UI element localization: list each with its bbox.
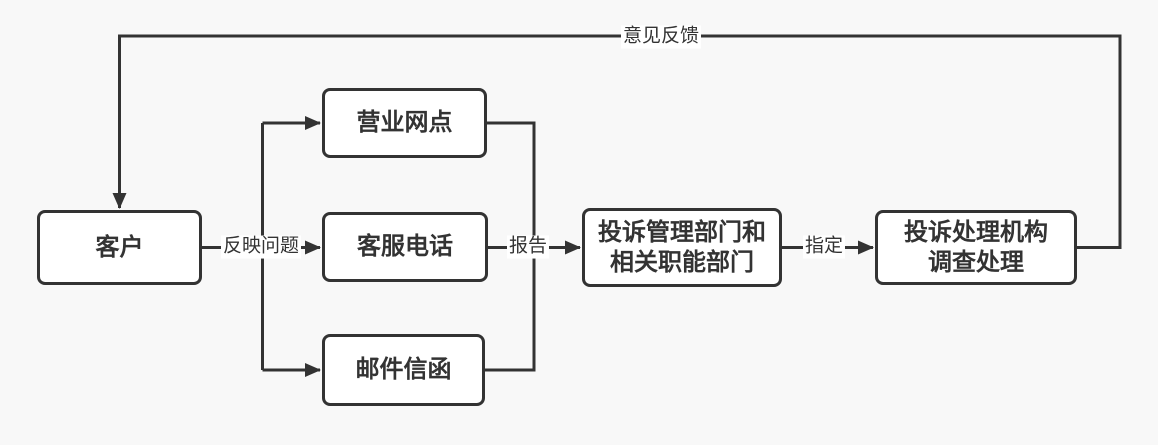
node-complaint-handler[interactable]: 投诉处理机构 调查处理	[875, 210, 1077, 285]
node-complaint-management-label-line2: 相关职能部门	[610, 248, 754, 276]
node-mail-letter[interactable]: 邮件信函	[322, 334, 485, 406]
edge-feedback-loop	[112, 34, 1122, 249]
edge-label-report[interactable]: 报告	[506, 235, 550, 259]
node-complaint-handler-label-line2: 调查处理	[928, 248, 1024, 276]
node-complaint-management-label-line1: 投诉管理部门和	[598, 218, 766, 246]
edge-label-feedback[interactable]: 意见反馈	[620, 25, 702, 49]
node-service-hotline[interactable]: 客服电话	[322, 212, 488, 282]
node-business-outlet[interactable]: 营业网点	[322, 88, 487, 158]
node-complaint-handler-label-line1: 投诉处理机构	[904, 218, 1048, 246]
node-customer[interactable]: 客户	[37, 210, 202, 285]
node-mail-letter-label: 邮件信函	[355, 356, 452, 383]
node-business-outlet-label: 营业网点	[356, 109, 453, 136]
edge-label-designate[interactable]: 指定	[802, 235, 846, 259]
node-customer-label: 客户	[95, 233, 144, 261]
node-service-hotline-label: 客服电话	[357, 233, 453, 260]
edge-label-report-problem[interactable]: 反映问题	[220, 235, 302, 259]
node-complaint-management[interactable]: 投诉管理部门和 相关职能部门	[582, 208, 782, 287]
